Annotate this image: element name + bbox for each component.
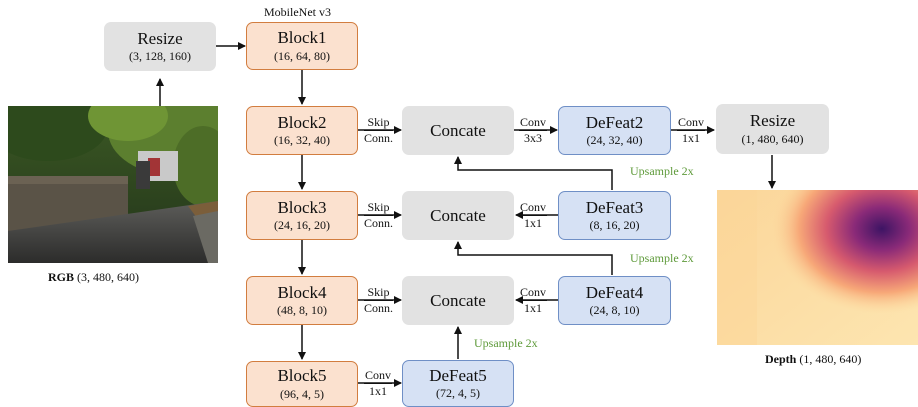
block5-dim: (96, 4, 5) bbox=[280, 386, 324, 401]
block2-dim: (16, 32, 40) bbox=[274, 133, 330, 148]
skip-label-top: Skip bbox=[364, 200, 394, 217]
upsample-label-defeat4: Upsample 2x bbox=[630, 251, 694, 265]
block4-box: Block4 (48, 8, 10) bbox=[246, 276, 358, 325]
conv-label-top: Conv bbox=[519, 285, 548, 302]
defeat5-dim: (72, 4, 5) bbox=[436, 386, 480, 401]
arrow-upsample-defeat3 bbox=[454, 156, 613, 190]
conv-label-top: Conv bbox=[677, 115, 706, 132]
skip-label-top: Skip bbox=[364, 285, 394, 302]
concat-3-title: Concate bbox=[430, 290, 486, 310]
conv-label-top: Conv bbox=[364, 368, 393, 385]
architecture-title: MobileNet v3 bbox=[264, 5, 331, 19]
skip-label-block4: Skip Conn. bbox=[364, 285, 394, 316]
defeat3-title: DeFeat3 bbox=[585, 197, 644, 217]
skip-label-block3: Skip Conn. bbox=[364, 200, 394, 231]
conv-label-bottom: 1x1 bbox=[369, 384, 387, 399]
skip-label-bottom: Conn. bbox=[364, 131, 394, 146]
block3-box: Block3 (24, 16, 20) bbox=[246, 191, 358, 240]
rgb-caption-bold: RGB bbox=[48, 270, 75, 284]
concat-box-1: Concate bbox=[402, 106, 514, 155]
rgb-input-image bbox=[8, 106, 218, 263]
conv-label-defeat3-concat2: Conv 1x1 bbox=[519, 200, 548, 231]
depth-caption-bold: Depth bbox=[765, 352, 797, 366]
upsample-label-defeat3: Upsample 2x bbox=[630, 164, 694, 178]
block4-title: Block4 bbox=[277, 282, 327, 302]
block5-box: Block5 (96, 4, 5) bbox=[246, 361, 358, 407]
block5-title: Block5 bbox=[277, 366, 327, 386]
concat-box-3: Concate bbox=[402, 276, 514, 325]
resize-output-dim: (1, 480, 640) bbox=[741, 131, 804, 146]
depth-caption: Depth (1, 480, 640) bbox=[765, 352, 861, 367]
defeat3-box: DeFeat3 (8, 16, 20) bbox=[558, 191, 671, 240]
defeat2-box: DeFeat2 (24, 32, 40) bbox=[558, 106, 671, 155]
concat-box-2: Concate bbox=[402, 191, 514, 240]
conv-label-defeat4-concat3: Conv 1x1 bbox=[519, 285, 548, 316]
conv-label-top: Conv bbox=[519, 200, 548, 217]
defeat4-dim: (24, 8, 10) bbox=[589, 303, 640, 318]
resize-input-box: Resize (3, 128, 160) bbox=[104, 22, 216, 71]
conv-label-bottom: 3x3 bbox=[524, 131, 542, 146]
rgb-caption-dims: (3, 480, 640) bbox=[74, 270, 140, 284]
block1-box: Block1 (16, 64, 80) bbox=[246, 22, 358, 70]
defeat5-title: DeFeat5 bbox=[429, 365, 487, 385]
conv-label-defeat2-resize: Conv 1x1 bbox=[677, 115, 706, 146]
block3-title: Block3 bbox=[277, 197, 327, 217]
resize-input-title: Resize bbox=[137, 28, 183, 48]
block3-dim: (24, 16, 20) bbox=[274, 218, 330, 233]
conv-label-block5-defeat5: Conv 1x1 bbox=[364, 368, 393, 399]
skip-label-bottom: Conn. bbox=[364, 216, 394, 231]
defeat5-box: DeFeat5 (72, 4, 5) bbox=[402, 360, 514, 407]
skip-label-bottom: Conn. bbox=[364, 301, 394, 316]
upsample-label-defeat5: Upsample 2x bbox=[474, 336, 538, 350]
defeat2-dim: (24, 32, 40) bbox=[586, 133, 643, 148]
skip-label-top: Skip bbox=[364, 115, 394, 132]
defeat4-title: DeFeat4 bbox=[585, 282, 644, 302]
arrow-upsample-defeat4 bbox=[454, 241, 613, 275]
depth-output-image bbox=[717, 190, 918, 345]
concat-1-title: Concate bbox=[430, 120, 486, 140]
depth-caption-dims: (1, 480, 640) bbox=[796, 352, 862, 366]
resize-input-dim: (3, 128, 160) bbox=[129, 49, 191, 64]
defeat3-dim: (8, 16, 20) bbox=[589, 218, 640, 233]
resize-output-box: Resize (1, 480, 640) bbox=[716, 104, 829, 154]
defeat4-box: DeFeat4 (24, 8, 10) bbox=[558, 276, 671, 325]
conv-label-bottom: 1x1 bbox=[524, 216, 542, 231]
conv-label-concat1-defeat2: Conv 3x3 bbox=[519, 115, 548, 146]
conv-label-bottom: 1x1 bbox=[682, 131, 700, 146]
block2-box: Block2 (16, 32, 40) bbox=[246, 106, 358, 155]
rgb-caption: RGB (3, 480, 640) bbox=[48, 270, 139, 285]
block1-title: Block1 bbox=[277, 28, 327, 48]
defeat2-title: DeFeat2 bbox=[585, 112, 644, 132]
block4-dim: (48, 8, 10) bbox=[277, 303, 327, 318]
conv-label-bottom: 1x1 bbox=[524, 301, 542, 316]
skip-label-block2: Skip Conn. bbox=[364, 115, 394, 146]
conv-label-top: Conv bbox=[519, 115, 548, 132]
concat-2-title: Concate bbox=[430, 205, 486, 225]
resize-output-title: Resize bbox=[749, 111, 796, 131]
block1-dim: (16, 64, 80) bbox=[274, 48, 330, 63]
block2-title: Block2 bbox=[277, 112, 327, 132]
